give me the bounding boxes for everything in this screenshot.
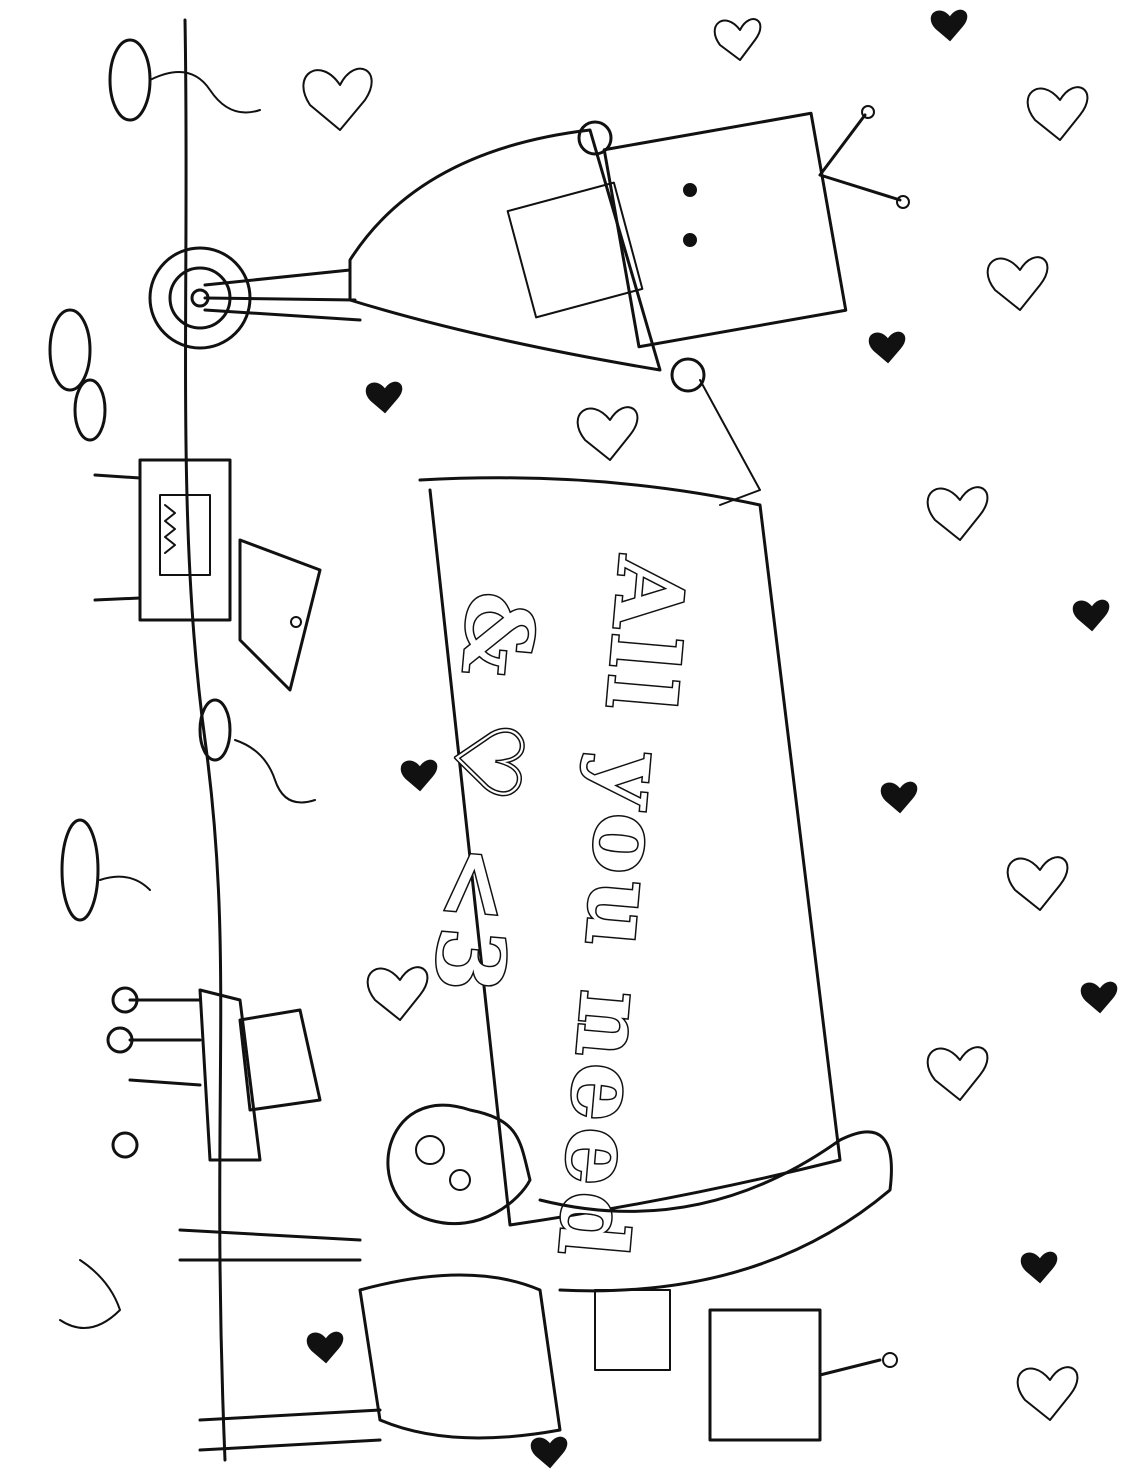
heart-icon xyxy=(386,1103,532,1226)
flower-icon xyxy=(48,38,316,1329)
robot-icon xyxy=(178,1130,898,1452)
robot-icon xyxy=(93,458,322,692)
banner-symbols: & ♡ <3 xyxy=(413,588,556,1003)
banner-icon: All you need & ♡ <3 xyxy=(411,476,842,1269)
banner-text: All you need xyxy=(536,552,705,1267)
ground-line xyxy=(183,18,227,1462)
robot-icon xyxy=(148,105,910,506)
robot-icon xyxy=(106,986,322,1162)
heart-icon xyxy=(302,9,1118,1469)
